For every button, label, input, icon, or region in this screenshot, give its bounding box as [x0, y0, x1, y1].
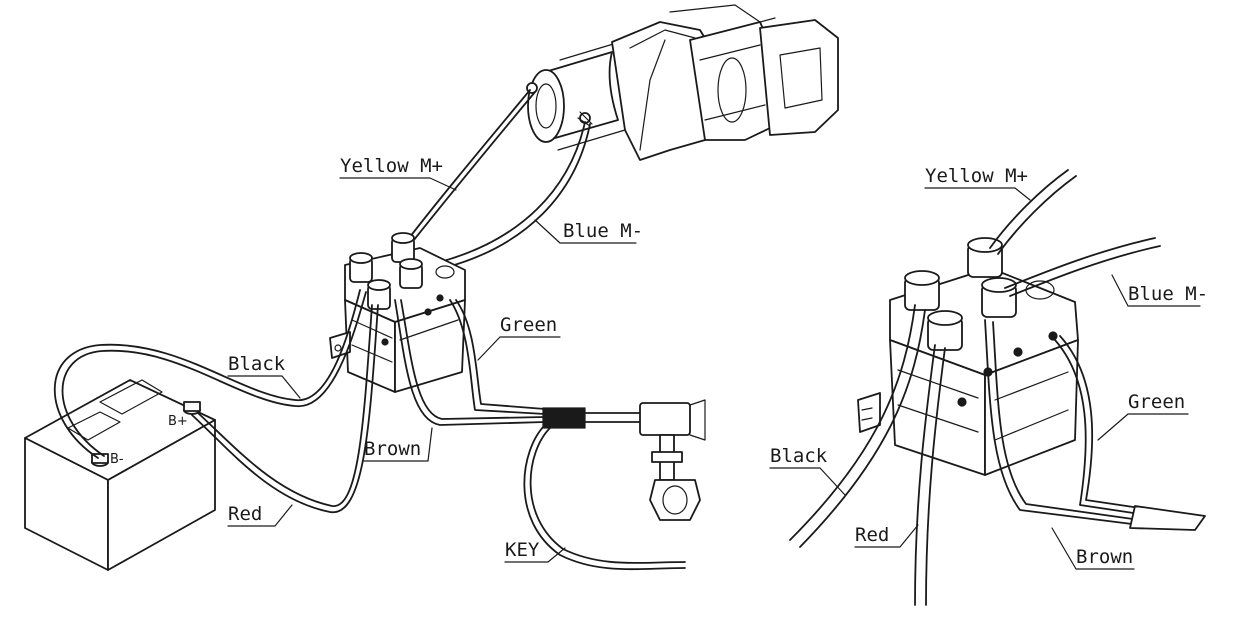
green-wire: [449, 299, 546, 415]
black-wire: [53, 289, 361, 459]
red-wire: [191, 304, 379, 513]
key-wire: [523, 424, 686, 571]
label-key: KEY: [505, 539, 540, 561]
label-blue-m-minus: Blue M-: [563, 220, 643, 242]
label-green: Green: [500, 314, 557, 336]
battery-pos-label: B+: [168, 414, 188, 429]
green-wire-right: [1054, 339, 1141, 515]
left-labels: Yellow M+ Blue M- Green Black Brown Red …: [227, 155, 643, 563]
red-wire-right: [914, 344, 936, 606]
black-wire-right: [789, 304, 916, 541]
label-brown-right: Brown: [1076, 546, 1133, 568]
label-black: Black: [228, 353, 286, 375]
brown-wire: [394, 299, 546, 426]
key-switch-icon: [639, 399, 706, 521]
blue-wire: [439, 121, 586, 263]
label-red-right: Red: [855, 524, 889, 546]
solenoid-icon: [857, 237, 1079, 476]
label-green-right: Green: [1128, 391, 1185, 413]
brown-wire-right: [984, 319, 1141, 526]
label-brown: Brown: [364, 438, 421, 460]
winch-icon: [526, 4, 839, 161]
label-yellow-m-plus-right: Yellow M+: [925, 165, 1028, 187]
right-labels: Yellow M+ Blue M- Green Black Red Brown: [769, 165, 1208, 570]
blue-wire-right: [1004, 237, 1156, 289]
label-red: Red: [228, 503, 262, 525]
label-blue-m-minus-right: Blue M-: [1128, 283, 1208, 305]
battery-neg-label: B-: [110, 452, 124, 467]
yellow-wire-right: [989, 169, 1069, 249]
label-yellow-m-plus: Yellow M+: [340, 155, 443, 177]
label-black-right: Black: [770, 445, 828, 467]
battery-icon: B- B+: [24, 379, 216, 571]
